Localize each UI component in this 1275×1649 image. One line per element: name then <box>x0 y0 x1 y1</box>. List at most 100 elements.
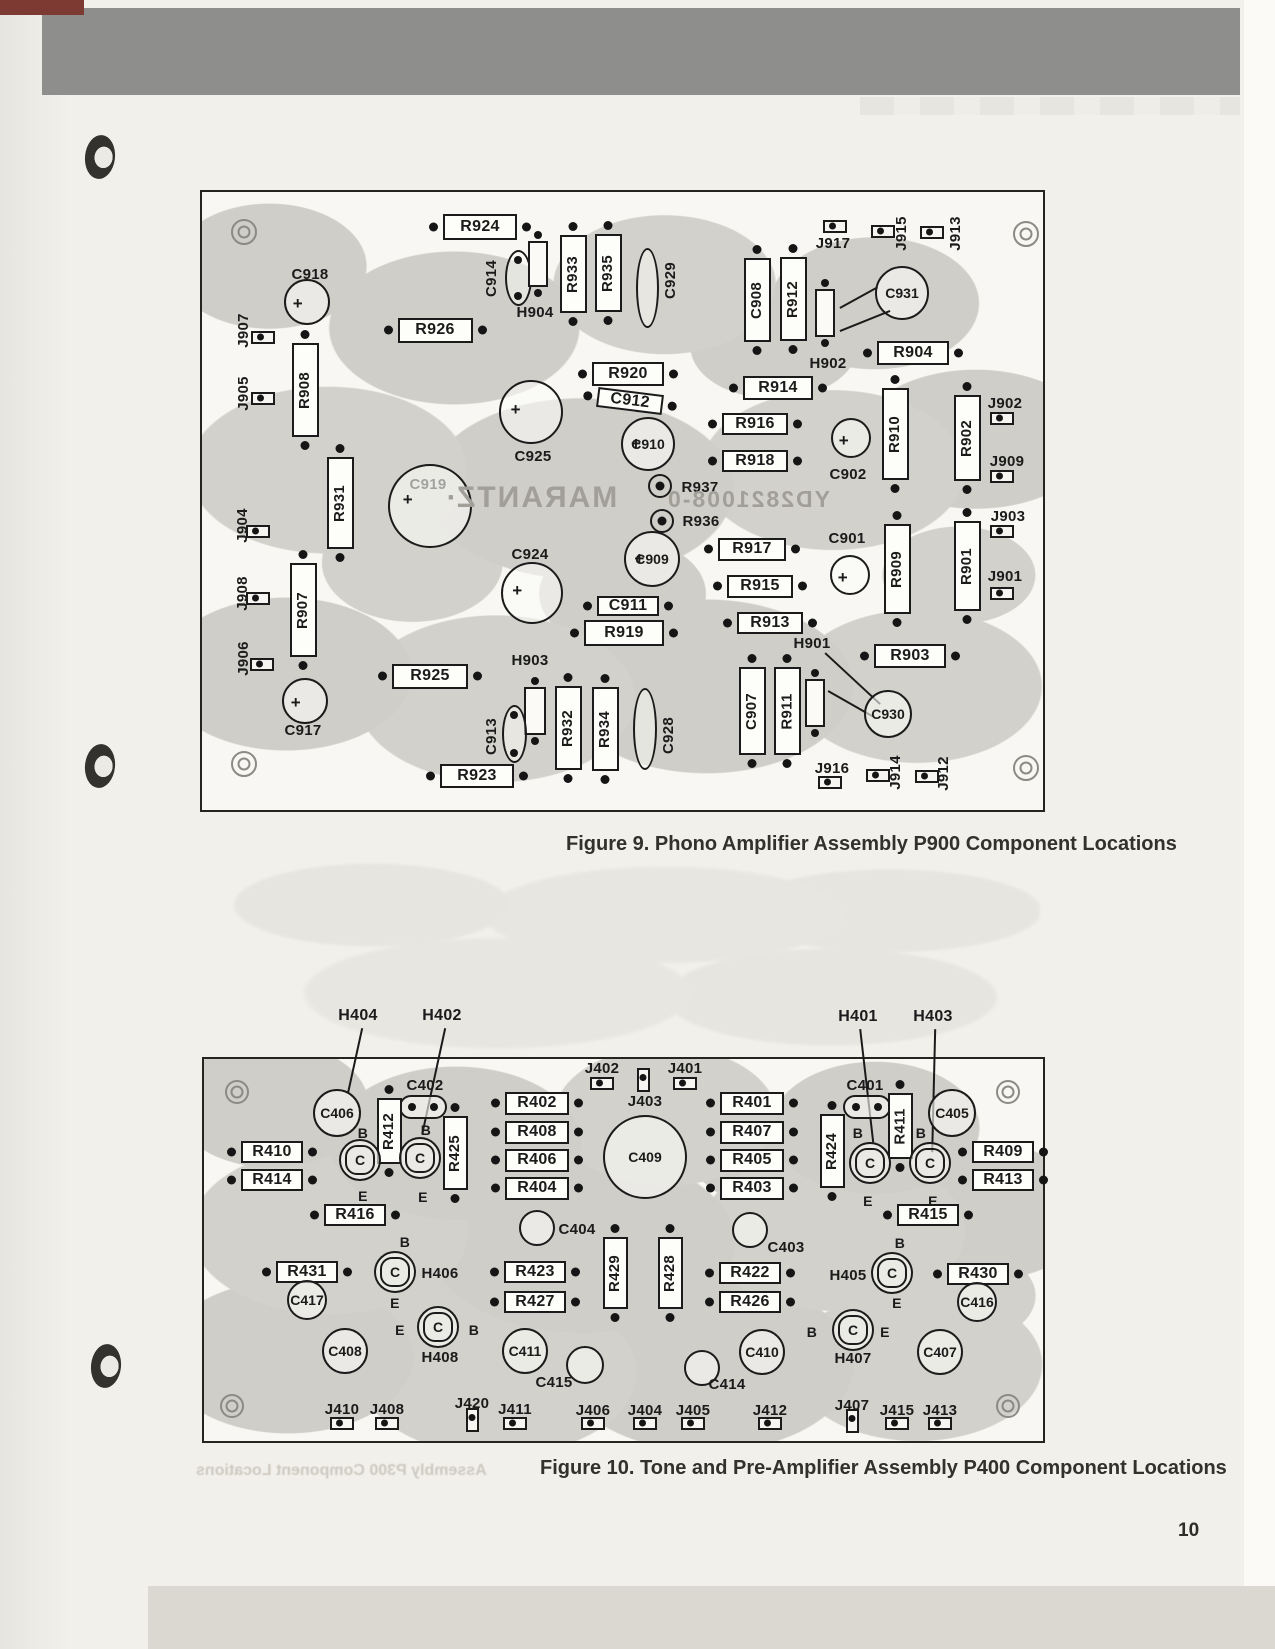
e-label-text: E <box>360 1294 430 1312</box>
capacitor-body <box>635 248 659 328</box>
r403-text: R403 <box>732 1179 772 1196</box>
b-text: B <box>399 1234 411 1250</box>
c907-label-vbox: C907 <box>738 667 766 755</box>
r907-text: R907 <box>294 591 312 629</box>
r907-label-vbox: R907 <box>289 563 317 657</box>
c-label-trans: C <box>909 1142 951 1184</box>
r933-text: R933 <box>564 255 582 293</box>
j420-label-text: J420 <box>437 1394 507 1412</box>
r911-label-vbox: R911 <box>773 667 801 755</box>
c410-label-circ: C410 <box>739 1329 785 1375</box>
page-right-edge <box>1244 0 1275 1649</box>
c409-label-circ: C409 <box>603 1115 687 1199</box>
c410-text: C410 <box>745 1344 779 1360</box>
r410-text: R410 <box>252 1143 292 1160</box>
r916-label-rbox: R916 <box>722 413 788 435</box>
connector-pad-icon <box>375 1416 399 1430</box>
j401-label-text: J401 <box>650 1059 720 1077</box>
j907-text: J907 <box>234 312 252 348</box>
connector-pad-icon <box>845 1409 859 1433</box>
c-label-trans: C <box>417 1306 459 1348</box>
r908-text: R908 <box>296 371 314 409</box>
mounting-ring-icon <box>996 1394 1020 1418</box>
e-label-text: E <box>388 1188 458 1206</box>
b-text: B <box>357 1125 369 1141</box>
h402-label-text: H402 <box>407 1007 477 1025</box>
r429-text: R429 <box>606 1254 624 1292</box>
j403-label-text: J403 <box>610 1092 680 1110</box>
r404-text: R404 <box>517 1179 557 1196</box>
connector-pad-icon <box>990 469 1014 483</box>
c414-text: C414 <box>708 1375 746 1393</box>
c-text: C <box>354 1152 366 1168</box>
connector-pad-icon <box>871 224 895 238</box>
connector-pad-icon <box>633 1416 657 1430</box>
c902-label-text: C902 <box>813 465 883 483</box>
e-label-text: E <box>898 1192 968 1210</box>
r920-label-rbox: R920 <box>592 362 664 386</box>
j407-label-text: J407 <box>817 1396 887 1414</box>
j403-text: J403 <box>627 1092 663 1110</box>
j916-text: J916 <box>814 759 850 777</box>
r402-label-rbox: R402 <box>505 1091 569 1115</box>
connector-pad-icon <box>758 1416 782 1430</box>
mounting-ring-icon <box>225 1080 249 1104</box>
e-text: E <box>418 1189 428 1205</box>
r909-text: R909 <box>888 550 906 588</box>
c416-label-circ: C416 <box>957 1282 997 1322</box>
r920-text: R920 <box>608 365 648 382</box>
r413-text: R413 <box>983 1171 1023 1188</box>
c402-label-text: C402 <box>390 1076 460 1094</box>
e-text: E <box>395 1322 405 1338</box>
h401-text: H401 <box>838 1008 878 1025</box>
capacitor-body <box>831 418 871 458</box>
capacitor-body <box>501 705 527 763</box>
c925-text: C925 <box>514 447 552 465</box>
r903-label-rbox: R903 <box>874 644 946 668</box>
r430-text: R430 <box>958 1265 998 1282</box>
connector-pad-icon <box>590 1076 614 1090</box>
r917-text: R917 <box>732 540 772 557</box>
r917-label-rbox: R917 <box>718 537 786 561</box>
connector-pad-icon <box>920 225 944 239</box>
c404-text: C404 <box>558 1220 596 1238</box>
j913-label-vtext: J913 <box>946 204 964 262</box>
mounting-ring-icon <box>231 219 257 245</box>
mounting-ring-icon <box>220 1394 244 1418</box>
r937-label-text: R937 <box>665 478 735 496</box>
e-text: E <box>390 1295 400 1311</box>
j407-text: J407 <box>834 1396 870 1414</box>
r915-label-rbox: R915 <box>727 574 793 598</box>
b-label-text: B <box>886 1124 956 1142</box>
h903-label-text: H903 <box>495 651 565 669</box>
figure9-pcb-diagram: R924C918J907J905R908R926C914H904R933R935… <box>200 190 1045 812</box>
r408-label-rbox: R408 <box>505 1120 569 1144</box>
r903-text: R903 <box>890 647 930 664</box>
b-label-text: B <box>823 1124 893 1142</box>
j406-text: J406 <box>575 1401 611 1419</box>
r422-label-rbox: R422 <box>719 1262 781 1284</box>
b-label-text: B <box>391 1121 461 1139</box>
e-label-text: E <box>328 1187 398 1205</box>
h902-text: H902 <box>809 354 847 372</box>
h406-label-text: H406 <box>405 1264 475 1282</box>
j411-text: J411 <box>498 1400 532 1418</box>
r426-text: R426 <box>730 1293 770 1310</box>
c911-text: C911 <box>608 597 648 614</box>
r901-label-vbox: R901 <box>953 521 981 611</box>
j404-text: J404 <box>627 1401 663 1419</box>
c406-label-circ: C406 <box>313 1089 361 1137</box>
r912-text: R912 <box>784 280 802 318</box>
b-label-text: B <box>370 1233 440 1251</box>
c908-label-vbox: C908 <box>743 258 771 342</box>
r918-label-rbox: R918 <box>722 450 788 472</box>
h405-label-text: H405 <box>813 1266 883 1284</box>
r923-label-rbox: R923 <box>440 764 514 788</box>
hole-punch-bottom <box>88 1342 124 1390</box>
capacitor-body <box>732 1212 768 1248</box>
connector-pad-icon <box>503 1416 527 1430</box>
j401-text: J401 <box>667 1059 703 1077</box>
r924-text: R924 <box>460 218 500 235</box>
connector-pad-icon <box>990 524 1014 538</box>
scan-top-band <box>42 8 1240 95</box>
